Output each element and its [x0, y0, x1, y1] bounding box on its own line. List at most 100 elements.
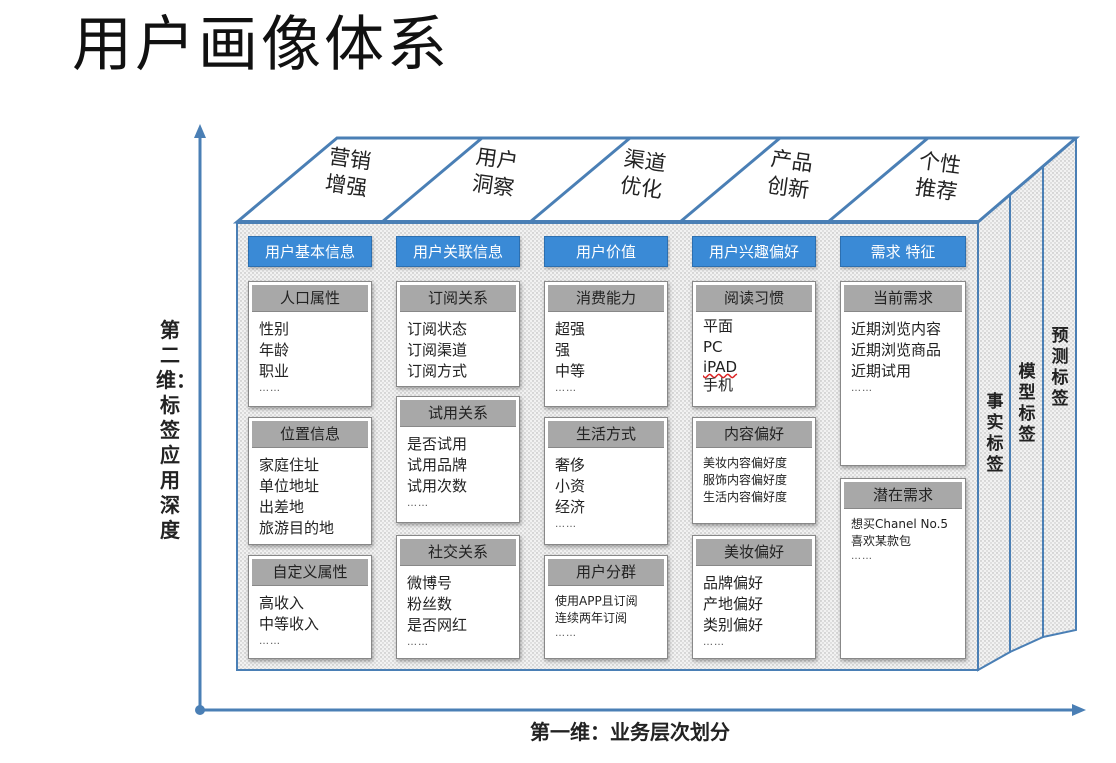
box-potential-needs: 潜在需求 想买Chanel No.5 喜欢某款包 …… — [840, 478, 966, 659]
list-item: 订阅方式 — [407, 362, 468, 380]
more-indicator: …… — [851, 551, 873, 562]
box-social: 社交关系 微博号 粉丝数 是否网红 …… — [396, 535, 520, 659]
list-item: 家庭住址 — [259, 456, 320, 474]
list-item: iPAD — [703, 358, 738, 376]
list-item: 小资 — [555, 477, 586, 495]
list-item: 单位地址 — [259, 477, 320, 495]
list-item: 手机 — [703, 376, 734, 394]
box-reading-habits: 阅读习惯 平面 PC iPAD 手机 — [692, 281, 816, 407]
list-item: 出差地 — [259, 498, 305, 516]
list-item: 奢侈 — [555, 456, 586, 474]
box-title: 订阅关系 — [400, 285, 516, 312]
list-item: 强 — [555, 341, 571, 359]
list-item: 产地偏好 — [703, 595, 764, 613]
box-title: 消费能力 — [548, 285, 664, 312]
roof-label-channel: 渠道 优化 — [610, 144, 677, 206]
column-header-relations: 用户关联信息 — [396, 236, 520, 267]
list-item: 想买Chanel No.5 — [851, 517, 949, 531]
list-item: 是否网红 — [407, 616, 468, 634]
box-title: 试用关系 — [400, 400, 516, 427]
box-content-preference: 内容偏好 美妆内容偏好度 服饰内容偏好度 生活内容偏好度 — [692, 417, 816, 524]
column-header-user-value: 用户价值 — [544, 236, 668, 267]
more-indicator: …… — [407, 498, 429, 509]
list-item: 平面 — [703, 317, 734, 335]
box-subscription: 订阅关系 订阅状态 订阅渠道 订阅方式 — [396, 281, 520, 387]
list-item: 订阅状态 — [407, 320, 468, 338]
list-item: 超强 — [555, 320, 586, 338]
more-indicator: …… — [555, 519, 577, 530]
box-current-needs: 当前需求 近期浏览内容 近期浏览商品 近期试用 …… — [840, 281, 966, 466]
side-label-predict: 预测标签 — [1051, 326, 1069, 409]
roof-label-marketing: 营销 增强 — [315, 142, 382, 204]
side-label-model: 模型标签 — [1018, 362, 1036, 445]
box-title: 美妆偏好 — [696, 539, 812, 566]
box-user-segments: 用户分群 使用APP且订阅 连续两年订阅 …… — [544, 555, 668, 659]
box-title: 当前需求 — [844, 285, 962, 312]
list-item: PC — [703, 338, 723, 356]
list-item: 中等 — [555, 362, 586, 380]
box-demographics: 人口属性 性别 年龄 职业 …… — [248, 281, 372, 407]
x-axis-arrow-icon — [1072, 704, 1086, 716]
list-item: 高收入 — [259, 594, 305, 612]
list-item: 中等收入 — [259, 615, 320, 633]
page-title: 用户画像体系 — [72, 10, 450, 80]
roof-label-recommend: 个性 推荐 — [905, 146, 972, 208]
list-item: 美妆内容偏好度 — [703, 456, 788, 470]
list-item: 微博号 — [407, 574, 453, 592]
box-title: 人口属性 — [252, 285, 368, 312]
list-item: 是否试用 — [407, 435, 468, 453]
list-item: 试用次数 — [407, 477, 468, 495]
side-label-fact: 事实标签 — [986, 392, 1004, 475]
list-item: 连续两年订阅 — [555, 611, 628, 625]
box-lifestyle: 生活方式 奢侈 小资 经济 …… — [544, 417, 668, 545]
list-item: 类别偏好 — [703, 616, 764, 634]
y-axis-arrow-icon — [194, 124, 206, 138]
box-title: 位置信息 — [252, 421, 368, 448]
column-header-interests: 用户兴趣偏好 — [692, 236, 816, 267]
list-item: 品牌偏好 — [703, 574, 764, 592]
roof-label-product: 产品 创新 — [757, 144, 824, 206]
list-item: 服饰内容偏好度 — [703, 473, 788, 487]
y-axis-label: 第二维：标签应用深度 — [156, 318, 196, 542]
box-title: 社交关系 — [400, 539, 516, 566]
roof-divider-4 — [827, 136, 929, 224]
list-item: 旅游目的地 — [259, 519, 335, 537]
box-title: 用户分群 — [548, 559, 664, 586]
box-beauty-preference: 美妆偏好 品牌偏好 产地偏好 类别偏好 …… — [692, 535, 816, 659]
column-header-needs: 需求 特征 — [840, 236, 966, 267]
list-item: 使用APP且订阅 — [555, 594, 638, 608]
list-item: 生活内容偏好度 — [703, 490, 788, 504]
more-indicator: …… — [259, 636, 281, 647]
x-axis-label: 第一维：业务层次划分 — [530, 720, 730, 744]
roof-divider-1 — [381, 136, 483, 224]
list-item: 经济 — [555, 498, 586, 516]
list-item: 近期试用 — [851, 362, 912, 380]
more-indicator: …… — [555, 628, 577, 639]
box-title: 自定义属性 — [252, 559, 368, 586]
column-header-basic-info: 用户基本信息 — [248, 236, 372, 267]
box-spending-power: 消费能力 超强 强 中等 …… — [544, 281, 668, 407]
list-item: 性别 — [259, 320, 290, 338]
box-trial: 试用关系 是否试用 试用品牌 试用次数 …… — [396, 396, 520, 523]
more-indicator: …… — [555, 383, 577, 394]
more-indicator: …… — [407, 637, 429, 648]
more-indicator: …… — [851, 383, 873, 394]
list-item: 近期浏览内容 — [851, 320, 942, 338]
list-item: 年龄 — [259, 341, 290, 359]
box-title: 内容偏好 — [696, 421, 812, 448]
roof-divider-2 — [529, 136, 631, 224]
axis-origin-dot — [195, 705, 205, 715]
list-item: 粉丝数 — [407, 595, 453, 613]
box-title: 生活方式 — [548, 421, 664, 448]
list-item: 近期浏览商品 — [851, 341, 942, 359]
list-item: 喜欢某款包 — [851, 534, 912, 548]
box-location: 位置信息 家庭住址 单位地址 出差地 旅游目的地 — [248, 417, 372, 545]
box-custom-attributes: 自定义属性 高收入 中等收入 …… — [248, 555, 372, 659]
more-indicator: …… — [703, 637, 725, 648]
box-title: 阅读习惯 — [696, 285, 812, 312]
list-item: 试用品牌 — [407, 456, 468, 474]
box-title: 潜在需求 — [844, 482, 962, 509]
list-item: 订阅渠道 — [407, 341, 468, 359]
more-indicator: …… — [259, 383, 281, 394]
